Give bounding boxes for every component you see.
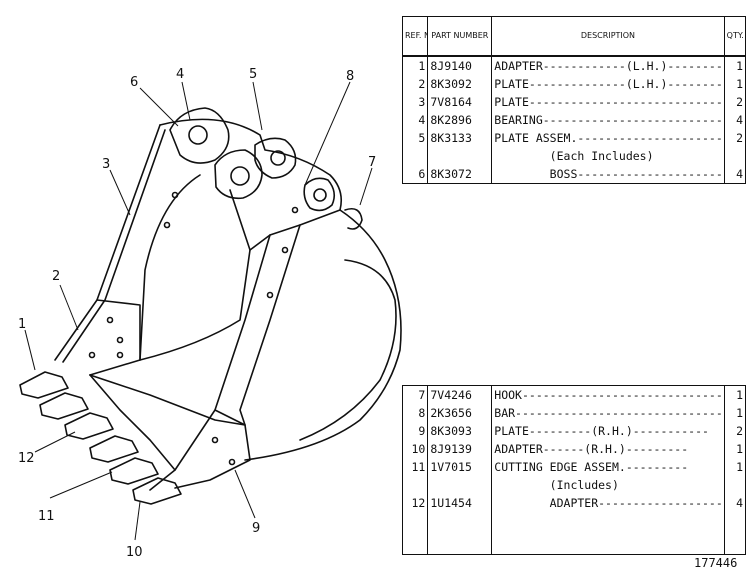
- callout-6: 6: [130, 75, 138, 90]
- callout-7: 7: [368, 155, 376, 170]
- qty-cell: 2: [723, 129, 747, 147]
- callout-5: 5: [249, 67, 257, 82]
- part-number-cell: 8J9139: [427, 440, 493, 458]
- callout-4: 4: [176, 67, 184, 82]
- table-row: (Includes): [401, 476, 747, 494]
- ref-cell: 4: [401, 111, 429, 129]
- part-number-cell: 7V4246: [427, 385, 493, 404]
- callout-2: 2: [52, 269, 60, 284]
- blank-cell: [723, 512, 747, 555]
- description-cell: BEARING------------------------------: [491, 111, 725, 129]
- description-cell: BAR-------------------------------------…: [491, 404, 725, 422]
- blank-cell: [491, 512, 725, 555]
- description-cell: CUTTING EDGE ASSEM.---------: [491, 458, 725, 476]
- part-number-cell: 8K2896: [427, 111, 493, 129]
- ref-cell: 5: [401, 129, 429, 147]
- parts-table-top: REF. NO. PART NUMBER DESCRIPTION QTY. 18…: [401, 16, 747, 184]
- ref-no-header: REF. NO.: [401, 16, 429, 57]
- qty-cell: 1: [723, 385, 747, 404]
- part-number-cell: 8K3072: [427, 165, 493, 184]
- bucket-linework: [19, 107, 402, 505]
- part-number-cell: [427, 476, 493, 494]
- ref-cell: 2: [401, 75, 429, 93]
- description-cell: PLATE ASSEM.-------------------------: [491, 129, 725, 147]
- qty-cell: 2: [723, 422, 747, 440]
- callout-10: 10: [126, 545, 143, 560]
- qty-cell: 1: [723, 404, 747, 422]
- callout-8: 8: [346, 69, 354, 84]
- leader-lines: [24, 81, 373, 541]
- description-header: DESCRIPTION: [491, 16, 725, 57]
- part-number-cell: 8K3092: [427, 75, 493, 93]
- qty-cell: 1: [723, 440, 747, 458]
- qty-header: QTY.: [723, 16, 747, 57]
- ref-cell: 10: [401, 440, 429, 458]
- description-cell: ADAPTER------(R.H.)---------: [491, 440, 725, 458]
- part-number-cell: 8K3093: [427, 422, 493, 440]
- part-number-cell: 8K3133: [427, 129, 493, 147]
- qty-cell: 2: [723, 93, 747, 111]
- ref-cell: 7: [401, 385, 429, 404]
- ref-cell: 12: [401, 494, 429, 512]
- callout-12: 12: [18, 451, 35, 466]
- table-row: (Each Includes): [401, 147, 747, 165]
- description-cell: ADAPTER-------------------------: [491, 494, 725, 512]
- part-number-cell: 8J9140: [427, 56, 493, 75]
- description-cell: PLATE--------------(L.H.)--------: [491, 75, 725, 93]
- description-cell: PLATE---------(R.H.)-----------: [491, 422, 725, 440]
- qty-cell: 4: [723, 165, 747, 184]
- table-blank-row: [401, 512, 747, 555]
- ref-cell: 6: [401, 165, 429, 184]
- ref-cell: 3: [401, 93, 429, 111]
- blank-cell: [427, 512, 493, 555]
- callout-9: 9: [252, 521, 260, 536]
- description-cell: (Each Includes): [491, 147, 725, 165]
- part-number-cell: 1U1454: [427, 494, 493, 512]
- blank-cell: [401, 512, 429, 555]
- qty-cell: 4: [723, 111, 747, 129]
- ref-cell: [401, 476, 429, 494]
- ref-cell: 11: [401, 458, 429, 476]
- description-cell: HOOK-----------------------------------: [491, 385, 725, 404]
- description-cell: PLATE-------------------------------: [491, 93, 725, 111]
- ref-cell: 9: [401, 422, 429, 440]
- description-cell: (Includes): [491, 476, 725, 494]
- part-number-cell: 1V7015: [427, 458, 493, 476]
- ref-cell: 8: [401, 404, 429, 422]
- description-cell: ADAPTER------------(L.H.)--------: [491, 56, 725, 75]
- ref-cell: 1: [401, 56, 429, 75]
- table-header-row: REF. NO. PART NUMBER DESCRIPTION QTY.: [401, 16, 747, 57]
- qty-cell: 1: [723, 75, 747, 93]
- ref-cell: [401, 147, 429, 165]
- callout-3: 3: [102, 157, 110, 172]
- qty-cell: [723, 147, 747, 165]
- part-number-cell: [427, 147, 493, 165]
- description-cell: BOSS-------------------------: [491, 165, 725, 184]
- part-number-cell: 7V8164: [427, 93, 493, 111]
- qty-cell: [723, 476, 747, 494]
- qty-cell: 1: [723, 458, 747, 476]
- qty-cell: 4: [723, 494, 747, 512]
- part-number-header: PART NUMBER: [427, 16, 493, 57]
- callout-11: 11: [38, 509, 55, 524]
- qty-cell: 1: [723, 56, 747, 75]
- figure-number: 177446: [694, 556, 738, 570]
- callout-1: 1: [18, 317, 26, 332]
- part-number-cell: 2K3656: [427, 404, 493, 422]
